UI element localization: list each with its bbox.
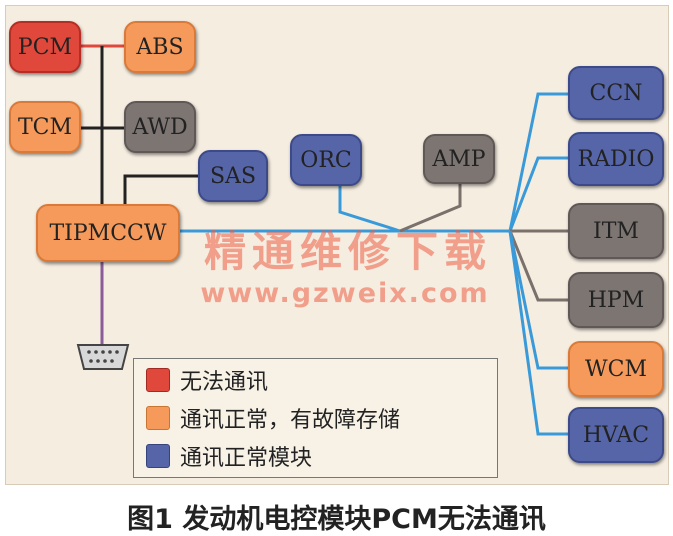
node-awd-label: AWD xyxy=(132,114,188,140)
node-abs-label: ABS xyxy=(136,34,184,60)
wire-sas-tipm xyxy=(123,174,198,205)
watermark-chinese: 精通维修下载 xyxy=(203,227,492,276)
node-pcm: PCM xyxy=(9,21,81,73)
node-amp-label: AMP xyxy=(432,146,486,172)
node-amp: AMP xyxy=(423,134,495,184)
figure-caption: 图1 发动机电控模块PCM无法通讯 xyxy=(127,504,546,535)
wire-ccn xyxy=(508,92,568,232)
legend-label-no-comm: 无法通讯 xyxy=(180,370,269,395)
legend-swatch-blue xyxy=(146,444,170,468)
watermark-url: www.gzweix.com xyxy=(200,278,490,309)
node-sas: SAS xyxy=(198,150,268,202)
node-ccn: CCN xyxy=(568,66,664,120)
wire-amp xyxy=(399,184,462,233)
wire-orc xyxy=(338,186,401,233)
node-orc: ORC xyxy=(290,134,362,186)
node-hvac-label: HVAC xyxy=(582,422,650,448)
node-hpm: HPM xyxy=(568,272,664,328)
node-pcm-label: PCM xyxy=(17,34,73,60)
node-tipm-label: TIPMCCW xyxy=(49,220,167,246)
wire-hpm xyxy=(508,230,568,302)
node-hvac: HVAC xyxy=(568,407,664,463)
node-ccn-label: CCN xyxy=(589,80,643,106)
diagnostic-connector-icon xyxy=(76,344,130,370)
node-awd: AWD xyxy=(124,101,196,153)
node-wcm-label: WCM xyxy=(585,356,647,382)
node-hpm-label: HPM xyxy=(587,287,645,313)
legend-swatch-orange xyxy=(146,406,170,430)
legend-label-ok: 通讯正常模块 xyxy=(180,446,313,471)
node-tcm: TCM xyxy=(9,101,81,153)
node-wcm: WCM xyxy=(568,341,664,397)
node-itm-label: ITM xyxy=(593,218,639,244)
node-itm: ITM xyxy=(568,203,664,259)
legend-swatch-red xyxy=(146,368,170,392)
node-tcm-label: TCM xyxy=(17,114,73,140)
node-radio: RADIO xyxy=(568,132,664,186)
legend-item-fault: 通讯正常，有故障存储 xyxy=(146,403,400,433)
node-orc-label: ORC xyxy=(300,147,352,173)
legend-item-ok: 通讯正常模块 xyxy=(146,441,312,471)
node-tipm: TIPMCCW xyxy=(36,204,180,262)
node-radio-label: RADIO xyxy=(577,146,655,172)
legend-item-no-comm: 无法通讯 xyxy=(146,365,268,395)
node-abs: ABS xyxy=(124,21,196,73)
legend-label-fault: 通讯正常，有故障存储 xyxy=(180,408,401,433)
wire-hvac xyxy=(508,230,568,436)
wire-wcm xyxy=(508,230,568,370)
legend: 无法通讯 通讯正常，有故障存储 通讯正常模块 xyxy=(133,358,498,478)
wire-radio xyxy=(508,156,568,232)
node-sas-label: SAS xyxy=(209,163,257,189)
